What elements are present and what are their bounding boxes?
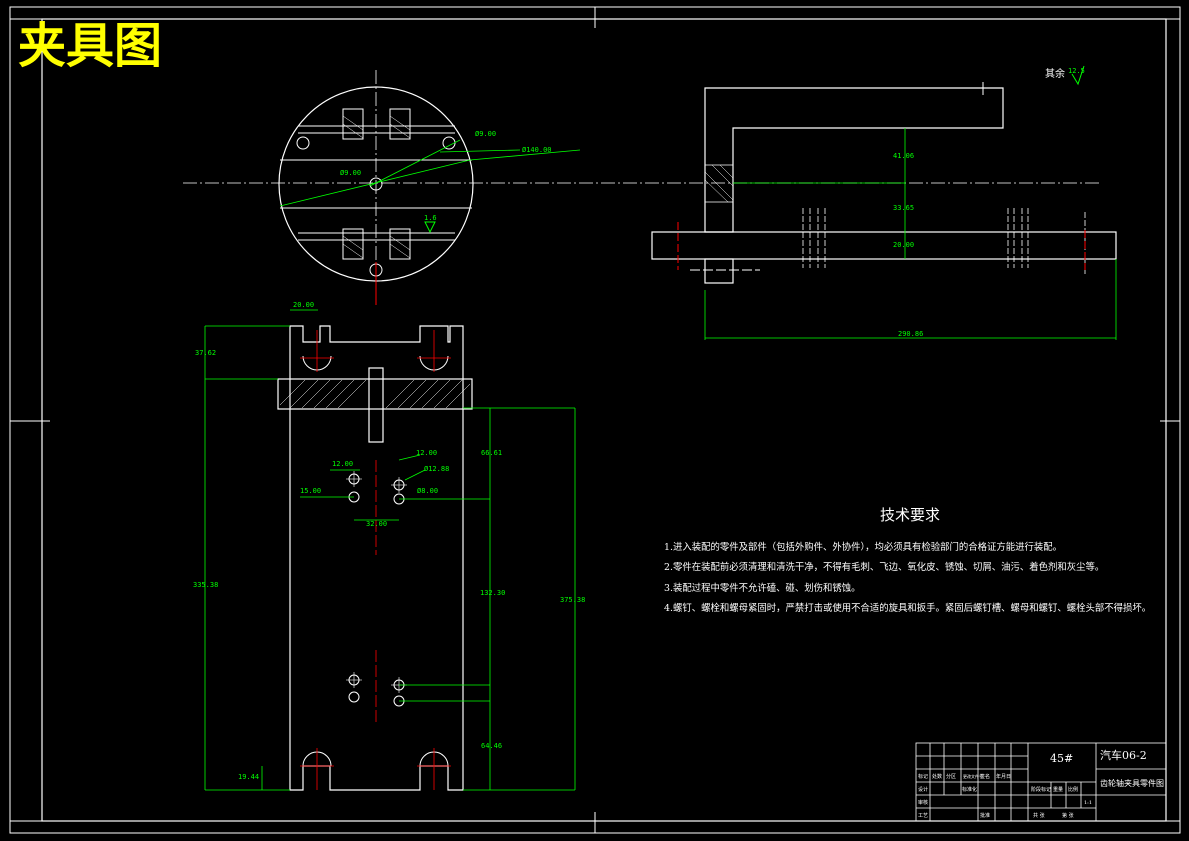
dim-e: 12.00 (332, 460, 353, 468)
tb-row-process: 工艺 (918, 813, 928, 819)
tb-approve: 批准 (980, 812, 990, 819)
front-dim-lines (204, 309, 576, 791)
dim-b: 37.62 (195, 349, 216, 357)
dim-k: 375.38 (560, 596, 585, 604)
dim-top-d1: Ø9.00 (340, 169, 361, 177)
dim-side-h1: 41.06 (893, 152, 914, 160)
tb-row-design: 设计 (918, 786, 928, 793)
side-hatch (704, 164, 734, 203)
requirement-4: 4.螺钉、螺栓和螺母紧固时，严禁打击或使用不合适的旋具和扳手。紧固后螺钉槽、螺母… (664, 602, 1151, 614)
tb-h-sign: 签名 (980, 773, 990, 780)
tb-meta-stage: 阶段标记 (1031, 786, 1051, 793)
outer-border (9, 6, 1181, 834)
tb-part-name: 齿轮轴夹具零件图 (1100, 778, 1164, 788)
side-holes (802, 208, 1086, 275)
tb-material: 45# (1050, 752, 1073, 765)
tb-sheet-no: 第 张 (1062, 812, 1074, 819)
dim-top-d2: Ø9.00 (475, 130, 496, 138)
tb-h-zone: 分区 (946, 773, 956, 780)
dim-top-d3: Ø140.00 (522, 146, 552, 154)
roughness-symbol (1071, 65, 1085, 86)
roughness-top: 1.6 (424, 214, 437, 222)
dim-l: 335.38 (193, 581, 218, 589)
drawing-title: 夹具图 (18, 18, 162, 74)
dim-m: 64.46 (481, 742, 502, 750)
dim-g: Ø8.00 (417, 487, 438, 495)
dim-f: 15.00 (300, 487, 321, 495)
front-view (277, 325, 473, 791)
side-view (651, 87, 1117, 284)
tb-h-doc: 更改文件号 (963, 773, 983, 779)
tb-row-mark: 标记 (918, 773, 928, 780)
title-block (915, 742, 1167, 822)
dim-d: Ø12.88 (424, 465, 449, 473)
roughness-label: 其余 (1045, 67, 1065, 80)
roughness-value: 12.5 (1068, 67, 1085, 75)
side-dim-lines (704, 128, 1117, 340)
front-hatch (279, 379, 471, 409)
dim-i: 66.61 (481, 449, 502, 457)
dim-side-h3: 20.00 (893, 241, 914, 249)
requirement-3: 3.装配过程中零件不允许磕、碰、划伤和锈蚀。 (664, 582, 860, 594)
center-marks (10, 7, 1180, 833)
dim-j: 132.30 (480, 589, 505, 597)
dim-h: 32.00 (366, 520, 387, 528)
inner-frame (41, 18, 1167, 822)
front-slots (302, 355, 449, 767)
tb-h-date: 年月日 (996, 773, 1011, 780)
front-centerlines (300, 330, 451, 790)
dim-a: 20.00 (293, 301, 314, 309)
requirement-2: 2.零件在装配前必须清理和清洗干净，不得有毛刺、飞边、氧化皮、锈蚀、切屑、油污、… (664, 561, 1104, 573)
dim-side-w: 290.86 (898, 330, 923, 338)
dim-side-h2: 33.65 (893, 204, 914, 212)
tb-sheet-total: 共 张 (1033, 812, 1045, 819)
top-view (183, 70, 1100, 305)
tb-meta-weight: 重量 (1053, 786, 1063, 793)
dim-n: 19.44 (238, 773, 259, 781)
tb-row-review: 审核 (918, 799, 928, 806)
tb-school: 汽车06-2 (1100, 748, 1147, 762)
requirement-1: 1.进入装配的零件及部件（包括外购件、外协件），均必须具有检验部门的合格证方能进… (664, 541, 1062, 553)
requirements-heading: 技术要求 (880, 506, 940, 524)
tb-meta-scale: 比例 (1068, 786, 1078, 793)
front-holes (348, 473, 405, 707)
tb-std: 标准化 (962, 786, 977, 793)
tb-scale: 1:1 (1084, 800, 1092, 806)
dim-c: 12.00 (416, 449, 437, 457)
tb-h-count: 处数 (932, 773, 942, 780)
